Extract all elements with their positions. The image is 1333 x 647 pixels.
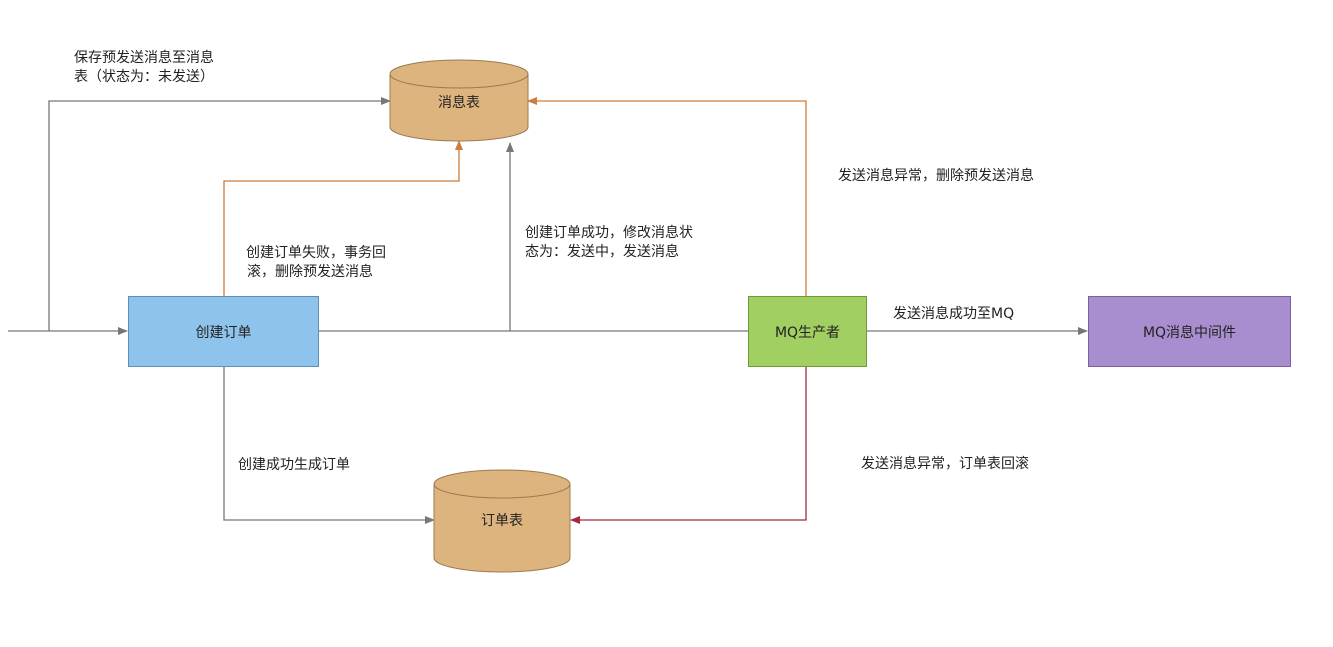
create-order-label: 创建订单 (195, 324, 252, 341)
order-table-label-box: 订单表 (434, 506, 570, 534)
message-table-label: 消息表 (438, 95, 480, 111)
create-success-order-label: 创建成功生成订单 (238, 457, 350, 473)
save-pre-send-label: 保存预发送消息至消息 表（状态为：未发送） (74, 50, 214, 85)
message-table-db[interactable] (389, 59, 529, 142)
mq-middleware-label: MQ消息中间件 (1142, 324, 1237, 341)
create-order-node[interactable]: 创建订单 (128, 296, 319, 367)
save-message-arrow (48, 97, 391, 331)
create-order-table-arrow (223, 367, 435, 524)
order-table-label: 订单表 (481, 513, 523, 529)
create-fail-arrow (223, 140, 463, 296)
mq-producer-label: MQ生产者 (774, 324, 841, 341)
mq-middleware-node[interactable]: MQ消息中间件 (1088, 296, 1291, 367)
send-error-delete-arrow (527, 97, 807, 296)
message-table-label-box: 消息表 (390, 88, 528, 116)
mq-producer-node[interactable]: MQ生产者 (748, 296, 867, 367)
rollback-arrow (570, 367, 807, 524)
order-table-db[interactable] (433, 469, 571, 573)
create-success-label: 创建订单成功，修改消息状 态为：发送中，发送消息 (525, 225, 693, 260)
send-error-rollback-label: 发送消息异常，订单表回滚 (861, 456, 1029, 472)
create-fail-label: 创建订单失败，事务回 滚，删除预发送消息 (246, 245, 386, 280)
send-error-delete-label: 发送消息异常，删除预发送消息 (838, 168, 1034, 184)
send-success-mq-label: 发送消息成功至MQ (893, 306, 1015, 322)
